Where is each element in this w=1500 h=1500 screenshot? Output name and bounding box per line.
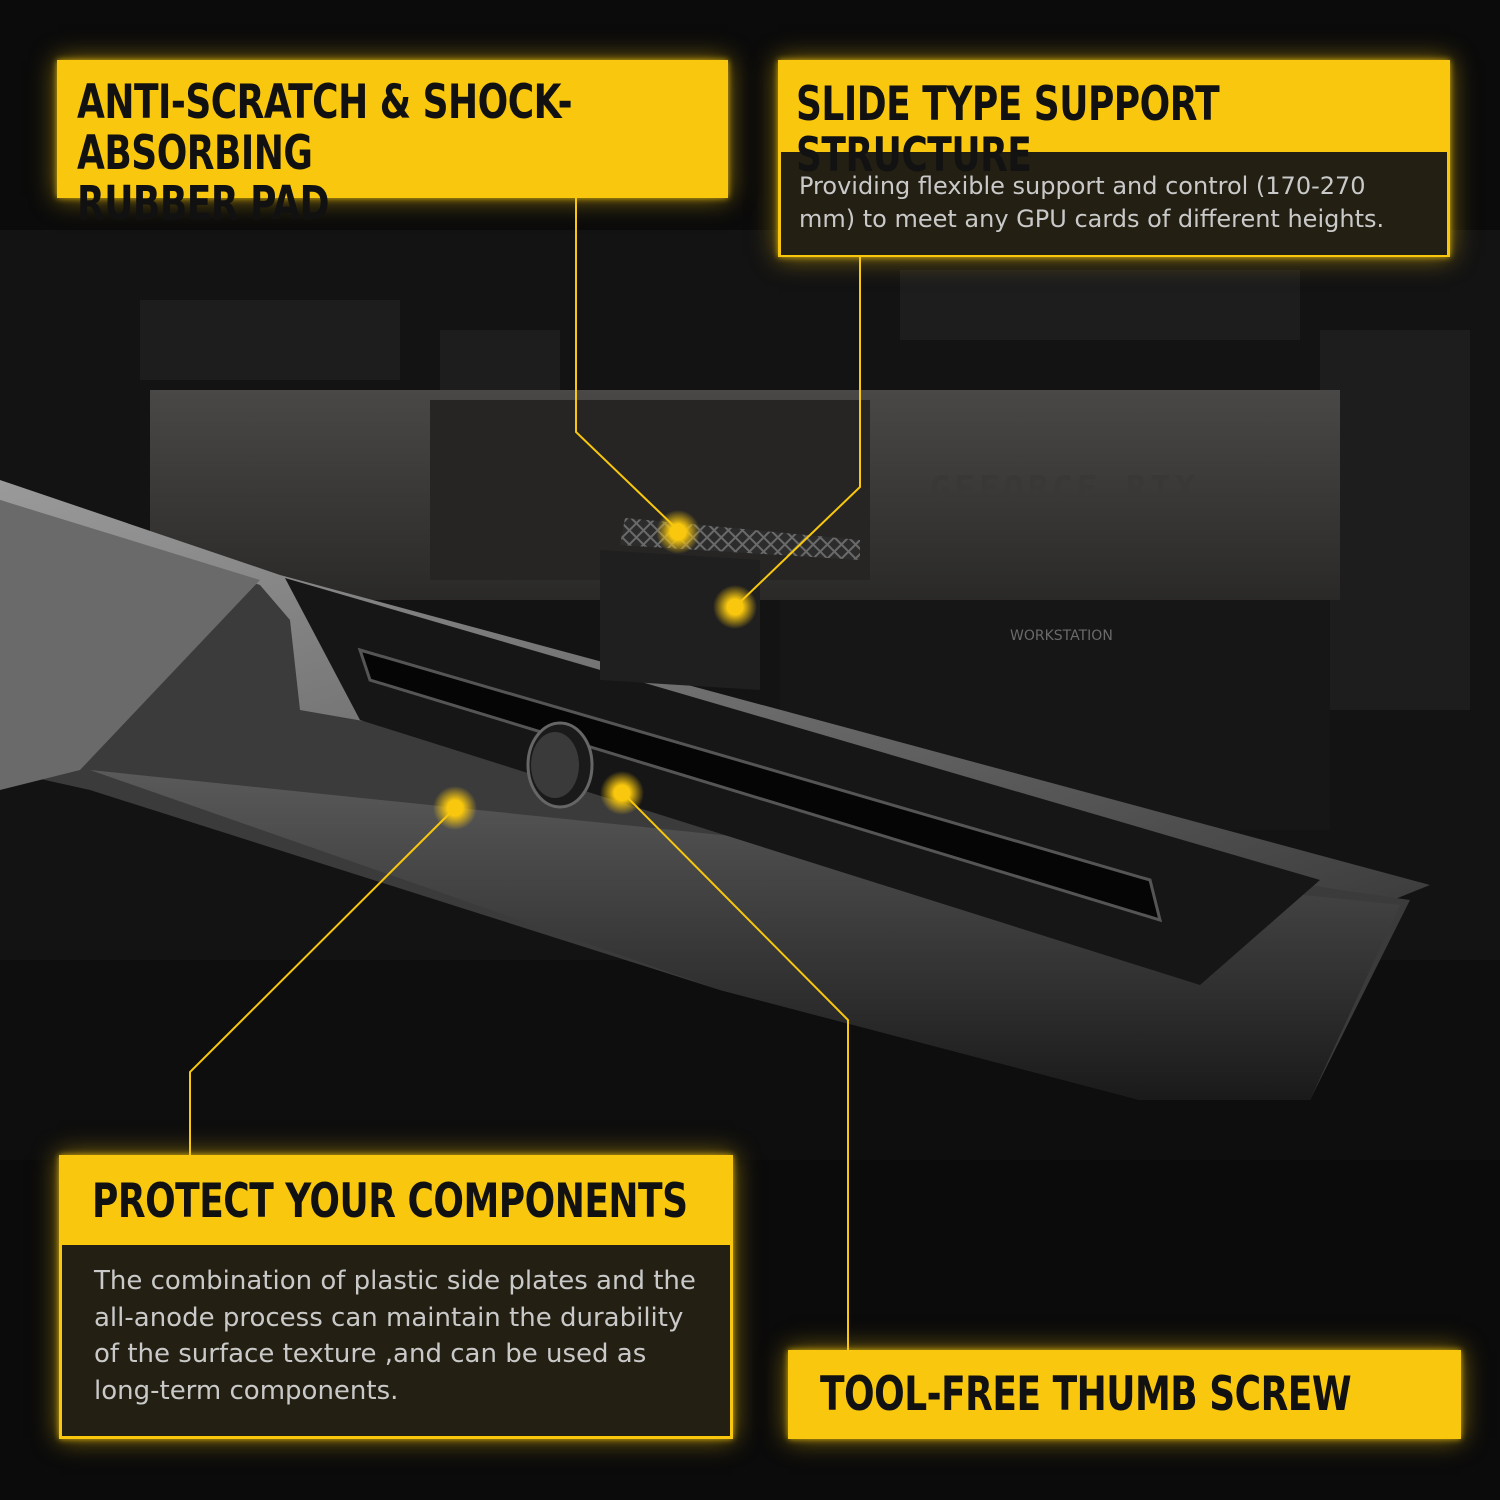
support-bar-lower-face (90, 770, 1400, 1100)
bracket (600, 550, 760, 690)
motherboard-details (140, 270, 1470, 710)
callout-thumb-screw-title: TOOL-FREE THUMB SCREW (820, 1367, 1352, 1422)
callout-slide-structure: SLIDE TYPE SUPPORT STRUCTURE Providing f… (778, 60, 1450, 257)
leader-line-rubber-pad (575, 198, 679, 531)
callout-protect-components-description: The combination of plastic side plates a… (62, 1245, 730, 1436)
gpu-badge-text: WORKSTATION (1010, 628, 1113, 644)
leader-line-protect (189, 807, 456, 1155)
thumb-screw-cap (531, 732, 579, 798)
support-bar-bevel (0, 500, 260, 790)
leader-line-screw (621, 791, 849, 1350)
callout-rubber-pad-title-line2: RUBBER PAD (77, 177, 330, 232)
callout-rubber-pad: ANTI-SCRATCH & SHOCK-ABSORBING RUBBER PA… (57, 60, 728, 230)
callout-slide-structure-description: Providing flexible support and control (… (781, 152, 1447, 255)
leader-line-slide (734, 257, 861, 608)
callout-rubber-pad-title-line1: ANTI-SCRATCH & SHOCK-ABSORBING (77, 75, 573, 181)
slide-slot (357, 647, 1163, 923)
callout-protect-components: PROTECT YOUR COMPONENTS The combination … (59, 1155, 733, 1439)
hotspots (433, 510, 757, 830)
callout-thumb-screw: TOOL-FREE THUMB SCREW (788, 1350, 1461, 1439)
callout-rubber-pad-title: ANTI-SCRATCH & SHOCK-ABSORBING RUBBER PA… (77, 75, 717, 232)
gpu-brand-text: GEFORCE RTX (930, 469, 1199, 509)
callout-protect-components-title: PROTECT YOUR COMPONENTS (92, 1174, 688, 1229)
leader-lines (189, 198, 861, 1350)
support-bar-top (0, 480, 1430, 905)
